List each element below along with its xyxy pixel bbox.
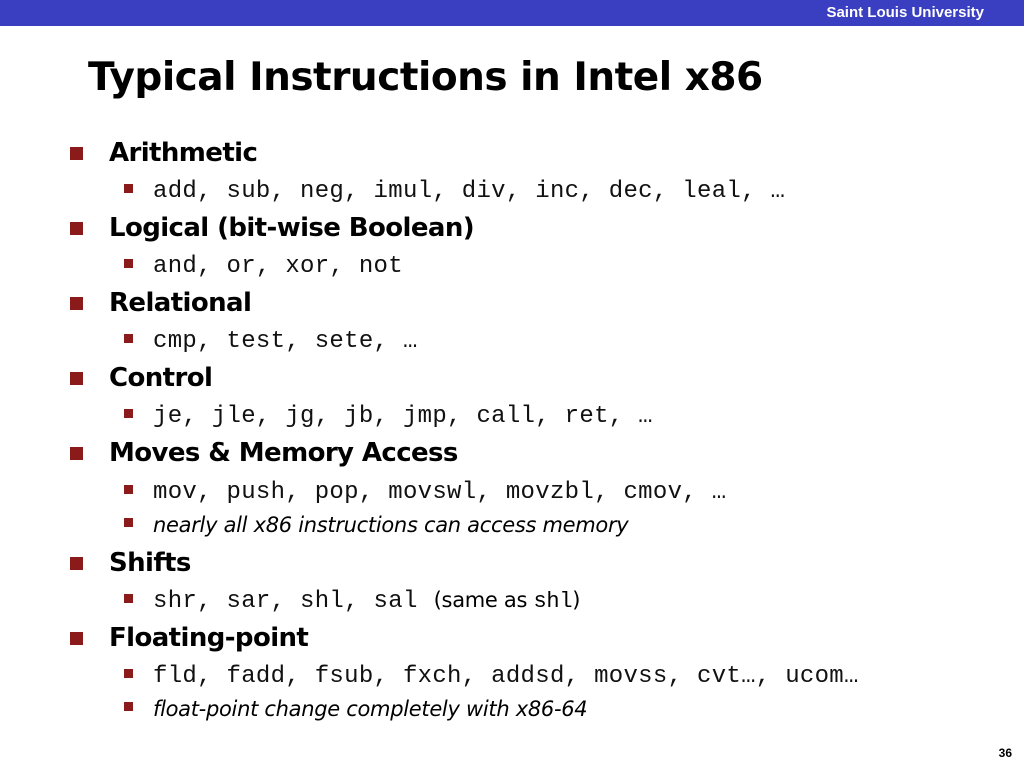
section-heading: Control bbox=[109, 363, 213, 393]
square-bullet-icon bbox=[70, 146, 83, 160]
instruction-list: shr, sar, shl, sal bbox=[153, 587, 418, 615]
square-bullet-icon bbox=[70, 296, 83, 310]
section-shifts: Shifts bbox=[70, 548, 191, 578]
note-text: nearly all x86 instructions can access m… bbox=[153, 513, 629, 537]
section-heading: Arithmetic bbox=[109, 138, 258, 168]
small-square-bullet-icon bbox=[124, 701, 133, 711]
square-bullet-icon bbox=[70, 221, 83, 235]
same-as-open: (same as bbox=[433, 588, 528, 612]
small-square-bullet-icon bbox=[124, 333, 133, 343]
small-square-bullet-icon bbox=[124, 593, 133, 603]
section-arithmetic-item: add, sub, neg, imul, div, inc, dec, leal… bbox=[124, 176, 785, 206]
section-moves: Moves & Memory Access bbox=[70, 438, 458, 468]
section-control-item: je, jle, jg, jb, jmp, call, ret, … bbox=[124, 401, 653, 431]
section-moves-item: mov, push, pop, movswl, movzbl, cmov, … bbox=[124, 477, 726, 507]
instruction-list: and, or, xor, not bbox=[153, 252, 403, 280]
small-square-bullet-icon bbox=[124, 517, 133, 527]
small-square-bullet-icon bbox=[124, 408, 133, 418]
section-shifts-item: shr, sar, shl, sal (same as shl) bbox=[124, 586, 580, 616]
slide-title: Typical Instructions in Intel x86 bbox=[88, 55, 763, 100]
section-heading: Shifts bbox=[109, 548, 191, 578]
small-square-bullet-icon bbox=[124, 484, 133, 494]
same-as-close: ) bbox=[572, 588, 581, 612]
small-square-bullet-icon bbox=[124, 183, 133, 193]
section-heading: Relational bbox=[109, 288, 252, 318]
section-relational-item: cmp, test, sete, … bbox=[124, 326, 418, 356]
section-logical-item: and, or, xor, not bbox=[124, 251, 403, 281]
same-as-code: shl bbox=[533, 589, 573, 614]
instruction-list: fld, fadd, fsub, fxch, addsd, movss, cvt… bbox=[153, 662, 859, 690]
instruction-list: cmp, test, sete, … bbox=[153, 327, 418, 355]
university-name: Saint Louis University bbox=[826, 4, 984, 21]
section-floating-point-note: float-point change completely with x86-6… bbox=[124, 694, 588, 724]
square-bullet-icon bbox=[70, 631, 83, 645]
small-square-bullet-icon bbox=[124, 668, 133, 678]
section-heading: Floating-point bbox=[109, 623, 309, 653]
section-heading: Logical (bit-wise Boolean) bbox=[109, 213, 475, 243]
section-arithmetic: Arithmetic bbox=[70, 138, 258, 168]
square-bullet-icon bbox=[70, 446, 83, 460]
section-control: Control bbox=[70, 363, 213, 393]
square-bullet-icon bbox=[70, 371, 83, 385]
section-moves-note: nearly all x86 instructions can access m… bbox=[124, 510, 629, 540]
small-square-bullet-icon bbox=[124, 258, 133, 268]
section-relational: Relational bbox=[70, 288, 252, 318]
instruction-list: mov, push, pop, movswl, movzbl, cmov, … bbox=[153, 478, 727, 506]
same-as-note: (same as shl) bbox=[433, 588, 581, 614]
section-floating-point: Floating-point bbox=[70, 623, 309, 653]
section-heading: Moves & Memory Access bbox=[109, 438, 458, 468]
page-number: 36 bbox=[998, 746, 1012, 760]
section-floating-point-item: fld, fadd, fsub, fxch, addsd, movss, cvt… bbox=[124, 661, 859, 691]
header-bar: Saint Louis University bbox=[0, 0, 1024, 26]
note-text: float-point change completely with x86-6… bbox=[153, 697, 588, 721]
instruction-list: je, jle, jg, jb, jmp, call, ret, … bbox=[153, 402, 653, 430]
instruction-list: add, sub, neg, imul, div, inc, dec, leal… bbox=[153, 177, 786, 205]
square-bullet-icon bbox=[70, 556, 83, 570]
section-logical: Logical (bit-wise Boolean) bbox=[70, 213, 475, 243]
